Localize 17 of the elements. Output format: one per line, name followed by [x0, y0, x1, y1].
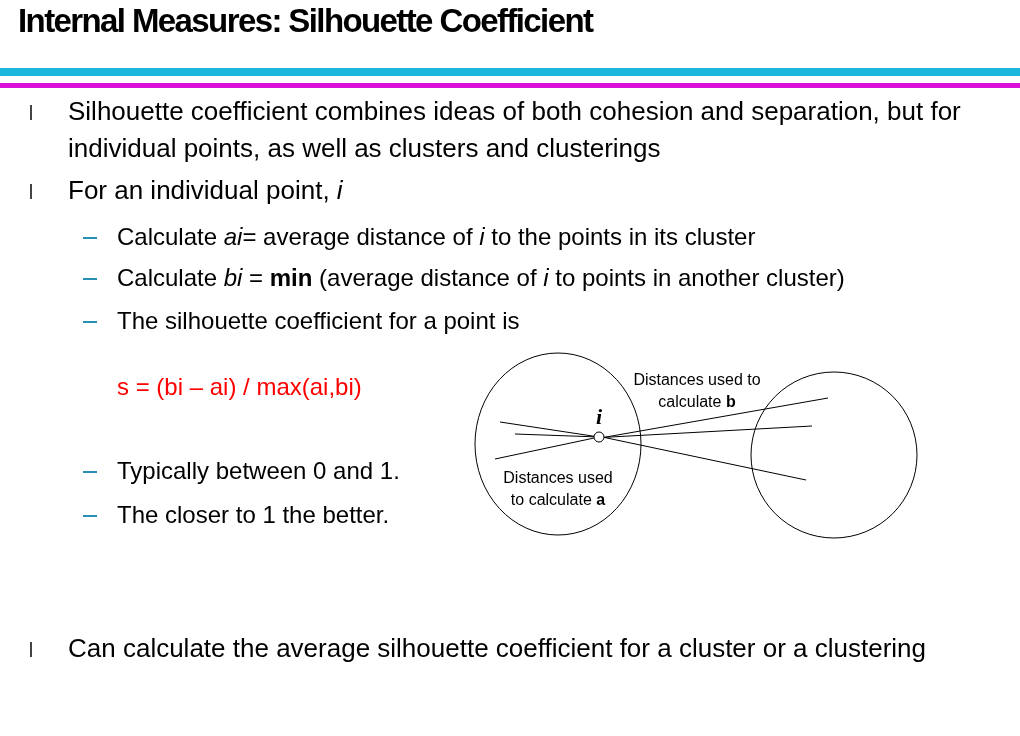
diagram-label: Distances used to calculate b: [632, 370, 762, 412]
formula-text: s = (bi – ai) / max(ai,bi): [117, 372, 363, 402]
distance-line: [514, 433, 595, 438]
distance-line: [603, 436, 807, 481]
bullet-text: Can calculate the average silhouette coefficient for a cluster or a clustering: [68, 632, 927, 665]
sub-bullet-text: Calculate bi = min (average distance of i to points in another cluster): [117, 263, 846, 293]
node-text: Distances used to calculate a: [502, 468, 614, 510]
sub-bullet-text: Typically between 0 and 1.: [117, 456, 401, 486]
sub-bullet-text: Calculate ai= average distance of i to the points in its cluster: [117, 222, 757, 252]
sub-bullet-text: The silhouette coefficient for a point is: [117, 306, 521, 336]
point-label: i: [594, 406, 604, 428]
sub-bullet-text: The closer to 1 the better.: [117, 500, 391, 530]
slide-title: Internal Measures: Silhouette Coefficient: [18, 2, 593, 40]
bullet-text: For an individual point, i: [68, 174, 344, 207]
distance-line: [499, 421, 595, 437]
distance-line: [494, 437, 595, 460]
distance-line: [603, 397, 829, 438]
